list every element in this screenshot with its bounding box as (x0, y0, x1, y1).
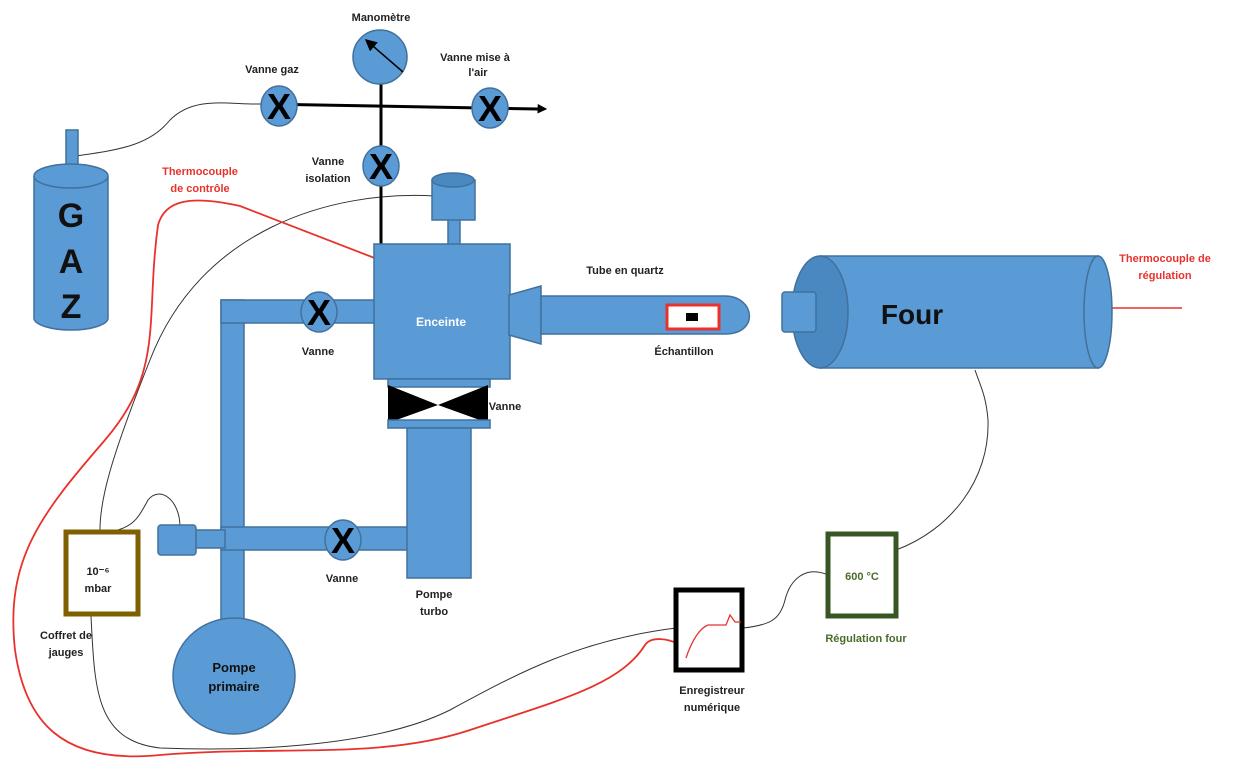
tube-quartz-label: Tube en quartz (586, 265, 664, 277)
regulation-value-label: 600 °C (845, 571, 879, 583)
pompe-primaire (172, 617, 296, 735)
recorder-trace (685, 613, 741, 659)
gas-supply-wire (74, 102, 263, 157)
gaz-letter-a: A (59, 243, 84, 281)
gaz-letter-z: Z (61, 288, 82, 326)
regulation-four-box (825, 531, 899, 619)
x-valve-icon: X (267, 86, 291, 127)
x-valve-icon: X (307, 292, 331, 333)
side-pipe-stub (194, 529, 226, 549)
primary-gauge-wire (117, 493, 181, 531)
left-vertical-pipe (220, 299, 245, 631)
coffret-jauges-label-2: jauges (48, 647, 84, 659)
pompe-primaire-label-2: primaire (208, 679, 259, 694)
enceinte-chamber (373, 243, 511, 380)
side-port (157, 524, 197, 556)
four-label: Four (881, 299, 943, 330)
enregistreur-numerique (673, 587, 745, 673)
turbo-pump (406, 427, 472, 579)
vent-valve[interactable]: X (471, 87, 509, 129)
pompe-turbo-label-2: turbo (420, 606, 448, 618)
gas-cylinder: G A Z (33, 129, 109, 331)
primary-line-valve[interactable]: X (324, 519, 362, 561)
bowtie-valve-icon[interactable] (388, 385, 488, 423)
chamber-valve[interactable]: X (300, 291, 338, 333)
upper-horizontal-pipe (220, 299, 377, 324)
vanne-isolation-label-1: Vanne (312, 156, 344, 168)
lower-horizontal-pipe (220, 526, 410, 551)
pompe-primaire-label-1: Pompe (212, 660, 255, 675)
coffret-jauges (63, 529, 141, 617)
enregistreur-label-1: Enregistreur (679, 685, 745, 697)
manometer (352, 29, 408, 85)
echantillon (686, 313, 698, 321)
thermocouple-controle-label-2: de contrôle (170, 183, 229, 195)
isolation-valve[interactable]: X (362, 145, 400, 187)
recorder-regulation-wire (742, 571, 829, 629)
thermocouple-regulation-label-1: Thermocouple de (1119, 253, 1211, 265)
gaz-letter-g: G (58, 197, 84, 235)
gauge-value-label-2: mbar (85, 583, 113, 595)
vanne-isolation-label-2: isolation (305, 173, 351, 185)
thermocouple-regulation-label-2: régulation (1138, 270, 1191, 282)
turbo-gauge-wire (99, 194, 436, 531)
vanne-left-label: Vanne (302, 346, 334, 358)
regulation-four-label: Régulation four (825, 633, 907, 645)
turbo-top-port (431, 172, 476, 247)
turbo-flange (387, 419, 491, 429)
recorder-gauge-wire (89, 597, 677, 750)
echantillon-label: Échantillon (654, 345, 714, 358)
chamber-flange (387, 378, 491, 388)
vanne-gaz-label: Vanne gaz (245, 64, 299, 76)
vanne-mise-air-label-2: l'air (468, 67, 488, 79)
gas-valve[interactable]: X (260, 85, 298, 127)
vanne-bottom-label: Vanne (326, 573, 358, 585)
thermocouple-controle-label-1: Thermocouple (162, 166, 238, 178)
furnace (781, 255, 1113, 369)
gauge-value-label-1: 10⁻⁶ (86, 566, 109, 578)
manometre-label: Manomètre (352, 12, 411, 24)
enceinte-label: Enceinte (416, 315, 466, 329)
control-thermocouple-wire (12, 199, 677, 758)
x-valve-icon: X (478, 88, 502, 129)
regulation-furnace-wire (895, 369, 989, 551)
coffret-jauges-label-1: Coffret de (40, 630, 92, 642)
enregistreur-label-2: numérique (684, 702, 740, 714)
x-valve-icon: X (331, 520, 355, 561)
vanne-right-label: Vanne (489, 401, 521, 413)
pompe-turbo-label-1: Pompe (416, 589, 453, 601)
vent-arrow (509, 103, 548, 114)
x-valve-icon: X (369, 146, 393, 187)
vanne-mise-air-label-1: Vanne mise à (440, 52, 511, 64)
needle-arrow-icon (364, 39, 404, 73)
